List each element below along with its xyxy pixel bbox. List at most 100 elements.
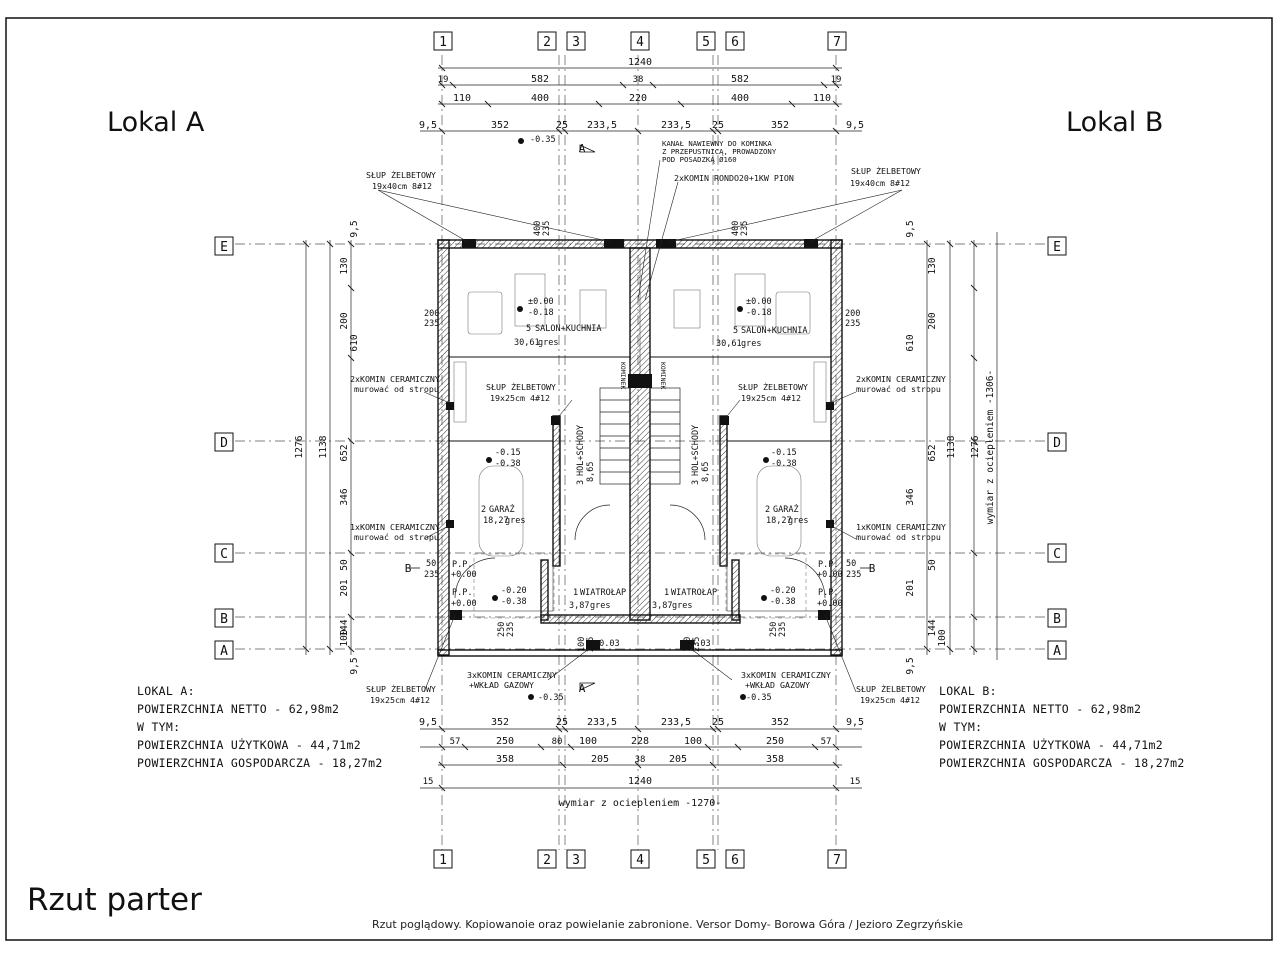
svg-text:SŁUP ŻELBETOWY: SŁUP ŻELBETOWY <box>486 382 556 392</box>
svg-text:murować od stropu: murować od stropu <box>354 384 439 394</box>
svg-text:352: 352 <box>491 120 509 131</box>
svg-text:228: 228 <box>631 736 649 747</box>
svg-text:110: 110 <box>813 93 831 104</box>
svg-text:8,65: 8,65 <box>586 462 596 482</box>
svg-text:235: 235 <box>740 221 750 236</box>
svg-text:100: 100 <box>579 736 597 747</box>
columns <box>446 239 834 650</box>
svg-text:25: 25 <box>712 120 724 131</box>
axis-marker-3-top-box <box>566 31 586 51</box>
axis-marker-2-top-box <box>537 31 557 51</box>
dimension-lines <box>305 67 998 789</box>
svg-text:235: 235 <box>542 221 552 236</box>
axis-marker-7-top-box <box>827 31 847 51</box>
axis-marker-7-bottom: 7 <box>833 853 841 868</box>
svg-text:gres: gres <box>788 516 808 526</box>
svg-text:346: 346 <box>339 488 350 505</box>
svg-text:-0.15: -0.15 <box>771 448 797 458</box>
svg-text:235: 235 <box>586 637 596 652</box>
svg-text:+WKŁAD GAZOWY: +WKŁAD GAZOWY <box>745 680 810 690</box>
svg-text:9,5: 9,5 <box>846 717 864 728</box>
dim-insulated-h: wymiar z ociepleniem -1306- <box>985 370 996 524</box>
dim-insulated-w: wymiar z ociepleniem -1270- <box>559 798 722 809</box>
svg-text:38: 38 <box>633 75 644 85</box>
svg-text:235: 235 <box>692 637 702 652</box>
svg-text:110: 110 <box>453 93 471 104</box>
svg-text:18,27: 18,27 <box>483 516 509 526</box>
drawing-frame <box>5 17 1273 941</box>
axis-marker-2-top: 2 <box>543 35 551 50</box>
svg-text:400: 400 <box>731 93 749 104</box>
lokal-b-summary: LOKAL B: POWIERZCHNIA NETTO - 62,98m2 W … <box>939 682 1185 772</box>
walls <box>437 239 843 657</box>
axis-marker-1-bottom-box <box>433 849 453 869</box>
svg-text:murować od stropu: murować od stropu <box>856 384 941 394</box>
svg-text:-0.38: -0.38 <box>501 597 527 607</box>
dim-total-bottom: 1240 <box>628 776 652 787</box>
svg-text:235: 235 <box>846 570 861 580</box>
svg-text:233,5: 233,5 <box>587 717 617 728</box>
axis-marker-c-left: C <box>220 547 228 562</box>
section-marker-labels: A A B B <box>405 142 876 695</box>
svg-text:9,5: 9,5 <box>419 120 437 131</box>
room-labels: 5 SALON+KUCHNIA 30,61 gres 5 SALON+KUCHN… <box>481 324 808 611</box>
axis-marker-a-right-box <box>1047 640 1067 660</box>
svg-text:19: 19 <box>831 75 842 85</box>
svg-text:±0.00: ±0.00 <box>746 297 772 307</box>
svg-text:220: 220 <box>629 93 647 104</box>
axis-marker-3-bottom-box <box>566 849 586 869</box>
svg-text:15: 15 <box>850 777 861 787</box>
dim-total-top: 1240 <box>628 57 652 68</box>
svg-text:1xKOMIN CERAMICZNY: 1xKOMIN CERAMICZNY <box>350 522 440 532</box>
axis-marker-1-top: 1 <box>439 35 447 50</box>
svg-text:19x25cm 4#12: 19x25cm 4#12 <box>741 393 801 403</box>
axis-marker-7-top: 7 <box>833 35 841 50</box>
furniture <box>453 273 827 619</box>
svg-text:SŁUP ŻELBETOWY: SŁUP ŻELBETOWY <box>366 684 436 694</box>
svg-text:250: 250 <box>766 736 784 747</box>
lokal-b-title: LOKAL B: <box>939 684 997 698</box>
svg-text:3: 3 <box>576 480 586 485</box>
svg-text:50: 50 <box>846 559 856 569</box>
svg-text:+WKŁAD GAZOWY: +WKŁAD GAZOWY <box>469 680 534 690</box>
level-symbols <box>486 138 769 700</box>
section-markers <box>410 144 870 691</box>
svg-text:57: 57 <box>821 737 832 747</box>
svg-text:30,61: 30,61 <box>716 339 742 349</box>
axis-marker-3-bottom: 3 <box>572 853 580 868</box>
svg-text:652: 652 <box>339 444 350 461</box>
axis-marker-e-left: E <box>220 240 228 255</box>
svg-text:250: 250 <box>497 622 507 637</box>
svg-text:-0.15: -0.15 <box>495 448 521 458</box>
svg-text:19x40cm 8#12: 19x40cm 8#12 <box>850 178 910 188</box>
axis-marker-6-top-box <box>725 31 745 51</box>
svg-text:19x25cm 4#12: 19x25cm 4#12 <box>860 695 920 705</box>
svg-text:-0.38: -0.38 <box>770 597 796 607</box>
axis-marker-c-right: C <box>1053 547 1061 562</box>
lokal-b-gospodarcza: POWIERZCHNIA GOSPODARCZA - 18,27m2 <box>939 756 1185 770</box>
lokal-b-w-tym: W TYM: <box>939 720 983 734</box>
svg-text:352: 352 <box>491 717 509 728</box>
svg-text:9,5: 9,5 <box>905 220 916 237</box>
svg-text:3,87: 3,87 <box>652 601 672 611</box>
axis-marker-d-right: D <box>1053 436 1061 451</box>
svg-text:19x25cm 4#12: 19x25cm 4#12 <box>490 393 550 403</box>
axis-marker-e-right-box <box>1047 236 1067 256</box>
axis-marker-5-bottom-box <box>696 849 716 869</box>
axis-marker-2-bottom-box <box>537 849 557 869</box>
svg-text:HOL+SCHODY: HOL+SCHODY <box>691 425 701 476</box>
svg-text:205: 205 <box>669 754 687 765</box>
lokal-a-gospodarcza: POWIERZCHNIA GOSPODARCZA - 18,27m2 <box>137 756 383 770</box>
svg-text:25: 25 <box>712 717 724 728</box>
leader-lines <box>377 159 903 693</box>
axis-marker-1-top-box <box>433 31 453 51</box>
svg-text:200: 200 <box>339 312 350 329</box>
dim-side-total-right: 1276 <box>970 435 981 458</box>
axis-marker-6-bottom: 6 <box>731 853 739 868</box>
svg-text:WIATROŁAP: WIATROŁAP <box>580 588 626 598</box>
svg-text:KOMINEK: KOMINEK <box>659 362 667 389</box>
svg-text:400: 400 <box>731 221 741 236</box>
